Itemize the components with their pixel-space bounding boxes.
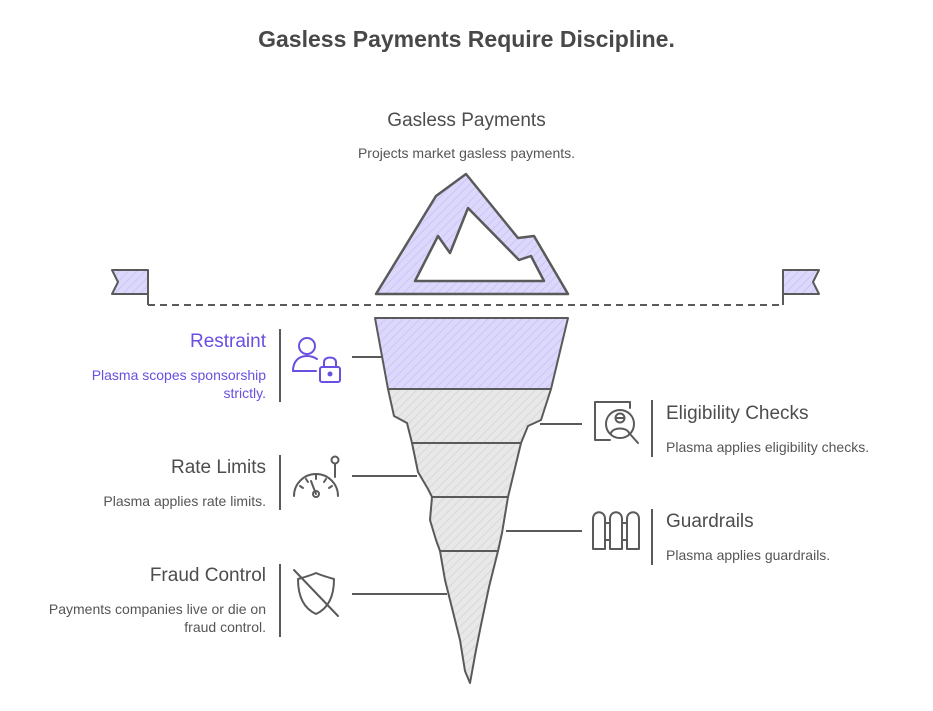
gauge-icon [293,455,340,498]
profile-search-icon [594,401,639,444]
rate-limits-description: Plasma applies rate limits. [103,493,266,509]
right-flag [782,269,820,305]
restraint-description: Plasma scopes sponsorship strictly. [91,367,266,401]
left-flag [111,269,149,305]
guardrails-label: Guardrails [666,511,754,532]
iceberg-layer-fraud [439,550,499,684]
restraint-label: Restraint [189,331,266,352]
guardrails-description: Plasma applies guardrails. [666,547,831,563]
diagram-title: Gasless Payments Require Discipline. [258,26,675,52]
fraud-control-description: Payments companies live or die on fraud … [48,601,266,635]
fraud-control-label: Fraud Control [149,565,266,586]
eligibility-checks-label: Eligibility Checks [666,403,809,424]
iceberg-layer-guardrails [429,496,509,552]
fence-icon [592,511,640,550]
shield-slash-icon [293,569,339,617]
rate-limits-label: Rate Limits [170,457,266,478]
iceberg-layer-eligibility [387,388,552,444]
iceberg-tip [374,172,570,296]
eligibility-checks-description: Plasma applies eligibility checks. [666,439,870,455]
top-description: Projects market gasless payments. [357,145,576,161]
iceberg-layer-rate-limits [411,442,522,498]
user-lock-icon [292,337,341,383]
iceberg-layer-restraint [374,317,569,390]
top-heading: Gasless Payments [387,110,546,131]
